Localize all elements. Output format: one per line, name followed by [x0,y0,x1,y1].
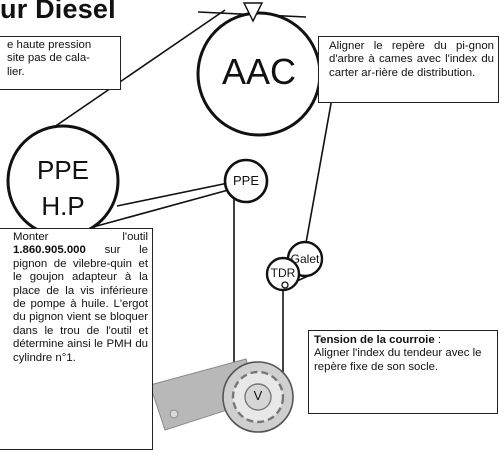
ppe-label: PPE [232,173,259,188]
note-hp-pump-text: e haute pression site pas de cala- lier. [7,39,92,78]
note-camshaft: Aligner le repère du pi-gnon d'arbre à c… [318,36,499,103]
note-crank-tool-text-post: sur le pignon de vilebre-quin et le gouj… [13,244,148,364]
page-title: ur Diesel [0,0,116,24]
tensioner-index-dot [281,281,289,289]
ppe-hp-label-line1: PPE [36,155,90,185]
galet-label: Galet [290,252,320,266]
note-crank-tool: Monter l'outil 1.860.905.000 sur le pign… [0,228,153,450]
tensioner-pulley [265,256,301,292]
note-camshaft-text: Aligner le repère du pi-gnon d'arbre à c… [329,40,494,79]
belt-tension-sep: : [434,334,442,346]
belt-tension-text: Aligner l'index du tendeur avec le repèr… [314,347,482,373]
timing-mark-triangle [242,2,264,23]
water-pump-pulley [223,158,269,204]
note-belt-tension: Tension de la courroie :Aligner l'index … [308,330,498,414]
belt-tension-heading: Tension de la courroie [314,334,435,346]
crankshaft-pulley [222,361,294,433]
tdr-label: TDR [270,266,296,280]
aac-label: AAC [221,51,297,92]
ppe-hp-label-line2: H.P [41,191,85,221]
note-hp-pump: e haute pression site pas de cala- lier. [0,36,121,90]
note-crank-tool-text-pre: Monter l'outil [13,231,148,243]
v-label: V [253,388,263,403]
tool-reference: 1.860.905.000 [13,244,86,257]
